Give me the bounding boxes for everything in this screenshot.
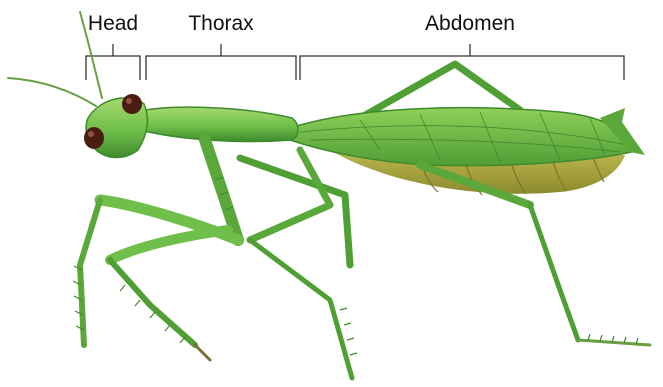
- label-head: Head: [88, 12, 138, 36]
- front-leg2-tibia: [110, 260, 195, 345]
- label-abdomen: Abdomen: [425, 12, 515, 36]
- prothorax: [135, 107, 298, 141]
- compound-eye-top: [122, 94, 142, 114]
- segment-brackets: [86, 44, 624, 80]
- middle-leg: [250, 150, 352, 378]
- thorax-bracket: [146, 56, 296, 80]
- compound-eye-front: [84, 127, 104, 149]
- wings: [290, 108, 640, 166]
- front-leg2-femur: [110, 230, 228, 260]
- front-leg-tibia: [80, 200, 100, 345]
- front-leg2-tarsus: [195, 345, 210, 360]
- mid-leg-back: [240, 158, 350, 265]
- hind-leg-tibia: [530, 205, 578, 340]
- antenna-left: [8, 78, 96, 106]
- front-legs: [80, 140, 238, 360]
- label-thorax: Thorax: [188, 12, 253, 36]
- hind-leg-tarsus: [578, 340, 650, 345]
- hind-leg-spines: [340, 308, 638, 355]
- middle-leg-tibia: [250, 240, 352, 378]
